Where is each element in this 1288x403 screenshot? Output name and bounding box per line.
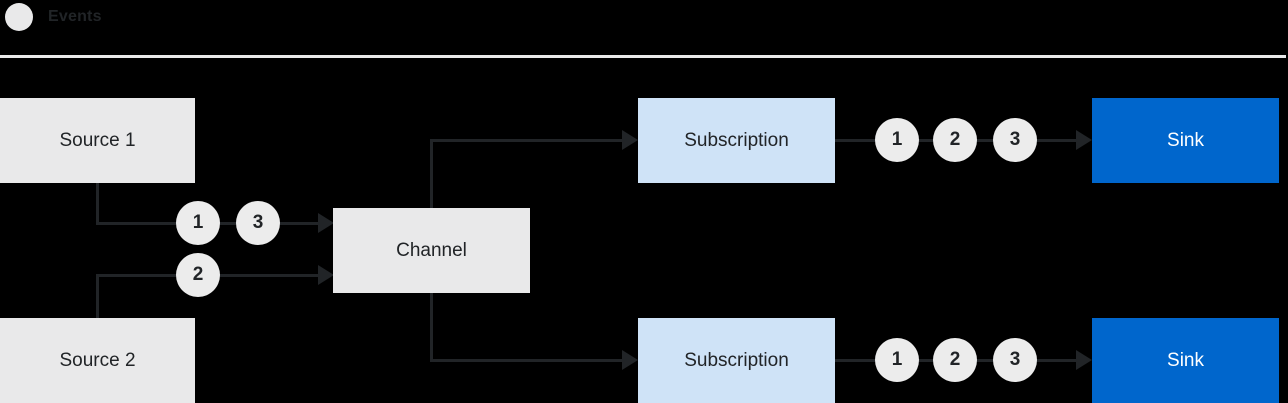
node-channel-label: Channel — [396, 239, 467, 261]
event-circle: 2 — [176, 253, 220, 297]
legend-separator-line — [0, 55, 1286, 58]
node-subscription-bottom-label: Subscription — [684, 349, 789, 371]
arrowhead-into-channel-bottom — [318, 265, 334, 285]
arrowhead-into-subscription-bottom — [622, 350, 638, 370]
event-circle: 2 — [933, 338, 977, 382]
node-sink-top: Sink — [1092, 98, 1279, 183]
arrowhead-into-sink-top — [1076, 130, 1092, 150]
legend: Events — [5, 3, 102, 31]
edge-channel-to-subscription-bottom-vertical-line — [430, 293, 433, 362]
node-sink-bottom-label: Sink — [1167, 349, 1204, 371]
event-circle: 1 — [176, 201, 220, 245]
event-circle: 3 — [993, 338, 1037, 382]
event-circle: 3 — [993, 118, 1037, 162]
node-source-1-label: Source 1 — [59, 129, 136, 151]
legend-label: Events — [48, 8, 102, 25]
event-circle: 2 — [933, 118, 977, 162]
event-circle-icon — [5, 3, 33, 31]
node-subscription-top: Subscription — [638, 98, 835, 183]
edge-channel-to-subscription-bottom-horizontal-line — [430, 359, 624, 362]
node-source-1: Source 1 — [0, 98, 195, 183]
node-channel: Channel — [333, 208, 530, 293]
event-circle: 3 — [236, 201, 280, 245]
node-source-2: Source 2 — [0, 318, 195, 403]
edge-channel-to-subscription-top-horizontal-line — [430, 139, 624, 142]
node-subscription-bottom: Subscription — [638, 318, 835, 403]
arrowhead-into-channel-top — [318, 213, 334, 233]
node-subscription-top-label: Subscription — [684, 129, 789, 151]
arrowhead-into-subscription-top — [622, 130, 638, 150]
node-source-2-label: Source 2 — [59, 349, 136, 371]
edge-channel-to-subscription-top-vertical-line — [430, 139, 433, 208]
event-circle: 1 — [875, 118, 919, 162]
node-sink-bottom: Sink — [1092, 318, 1279, 403]
edge-source1-vertical-line — [96, 182, 99, 225]
node-sink-top-label: Sink — [1167, 129, 1204, 151]
arrowhead-into-sink-bottom — [1076, 350, 1092, 370]
event-circle: 1 — [875, 338, 919, 382]
edge-source2-vertical-line — [96, 276, 99, 318]
